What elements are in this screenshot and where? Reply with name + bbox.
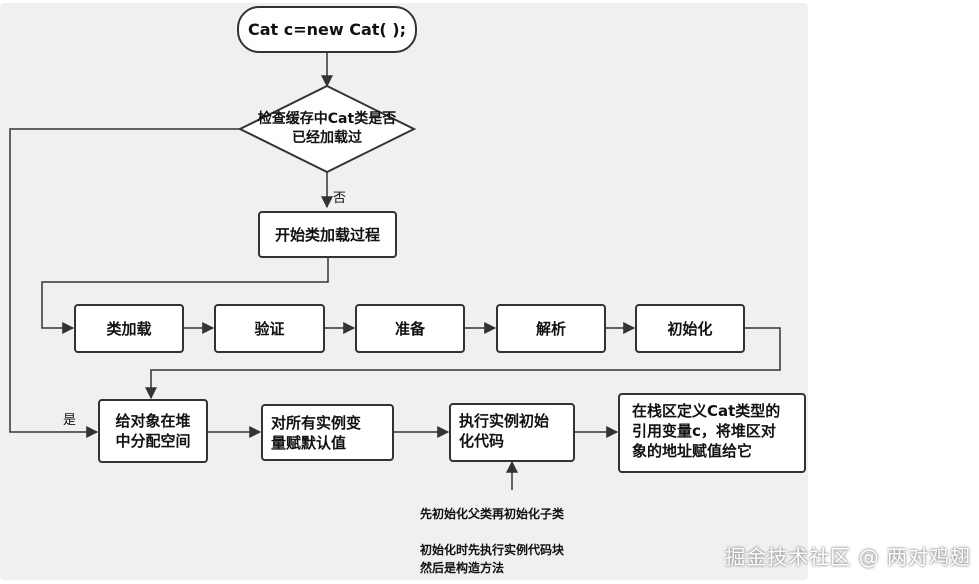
assign-line-3: 象的地址赋值给它 — [632, 442, 753, 460]
no-label: 否 — [333, 191, 347, 206]
arrow-load-to-phases — [41, 258, 329, 334]
load-start-box: 开始类加载过程 — [258, 211, 397, 258]
alloc-line-1: 给对象在堆 — [115, 412, 191, 430]
alloc-line-2: 中分配空间 — [115, 432, 191, 450]
note-init-order-line-2: 然后是构造方法 — [420, 561, 505, 575]
init-code-line-2: 化代码 — [459, 432, 505, 450]
defaults-line-2: 量赋默认值 — [271, 433, 347, 452]
note-parent-first: 先初始化父类再初始化子类 — [420, 507, 565, 521]
init-code-line-1: 执行实例初始 — [459, 412, 550, 430]
decision-line-1: 检查缓存中Cat类是否 — [257, 111, 397, 127]
arrow-decision-yes — [9, 128, 240, 438]
phase-initialization: 初始化 — [635, 304, 745, 353]
phase-resolution: 解析 — [496, 304, 606, 353]
assign-line-1: 在栈区定义Cat类型的 — [632, 402, 781, 420]
arrow-phases-to-alloc — [145, 327, 781, 400]
note-init-order: 初始化时先执行实例代码块 然后是构造方法 — [420, 541, 564, 577]
assign-line-2: 引用变量c，将堆区对 — [632, 422, 776, 440]
yes-label: 是 — [63, 413, 77, 428]
defaults-line-1: 对所有实例变 — [271, 413, 362, 432]
diagram-canvas — [0, 3, 808, 580]
assign-box: 在栈区定义Cat类型的 引用变量c，将堆区对 象的地址赋值给它 — [618, 393, 806, 473]
watermark: 掘金技术社区 @ 两对鸡翅 — [725, 545, 971, 569]
phase-verification: 验证 — [214, 304, 325, 353]
defaults-box: 对所有实例变 量赋默认值 — [261, 404, 394, 461]
decision-line-2: 已经加载过 — [292, 130, 362, 146]
phase-preparation: 准备 — [355, 304, 465, 353]
decision-label: 检查缓存中Cat类是否 已经加载过 — [240, 110, 414, 148]
decision-diamond — [237, 84, 417, 174]
alloc-box: 给对象在堆 中分配空间 — [98, 399, 208, 463]
note-init-order-line-1: 初始化时先执行实例代码块 — [420, 543, 565, 557]
phase-loading: 类加载 — [74, 304, 184, 353]
start-terminal: Cat c=new Cat( ); — [237, 6, 417, 53]
init-code-box: 执行实例初始 化代码 — [449, 403, 575, 462]
